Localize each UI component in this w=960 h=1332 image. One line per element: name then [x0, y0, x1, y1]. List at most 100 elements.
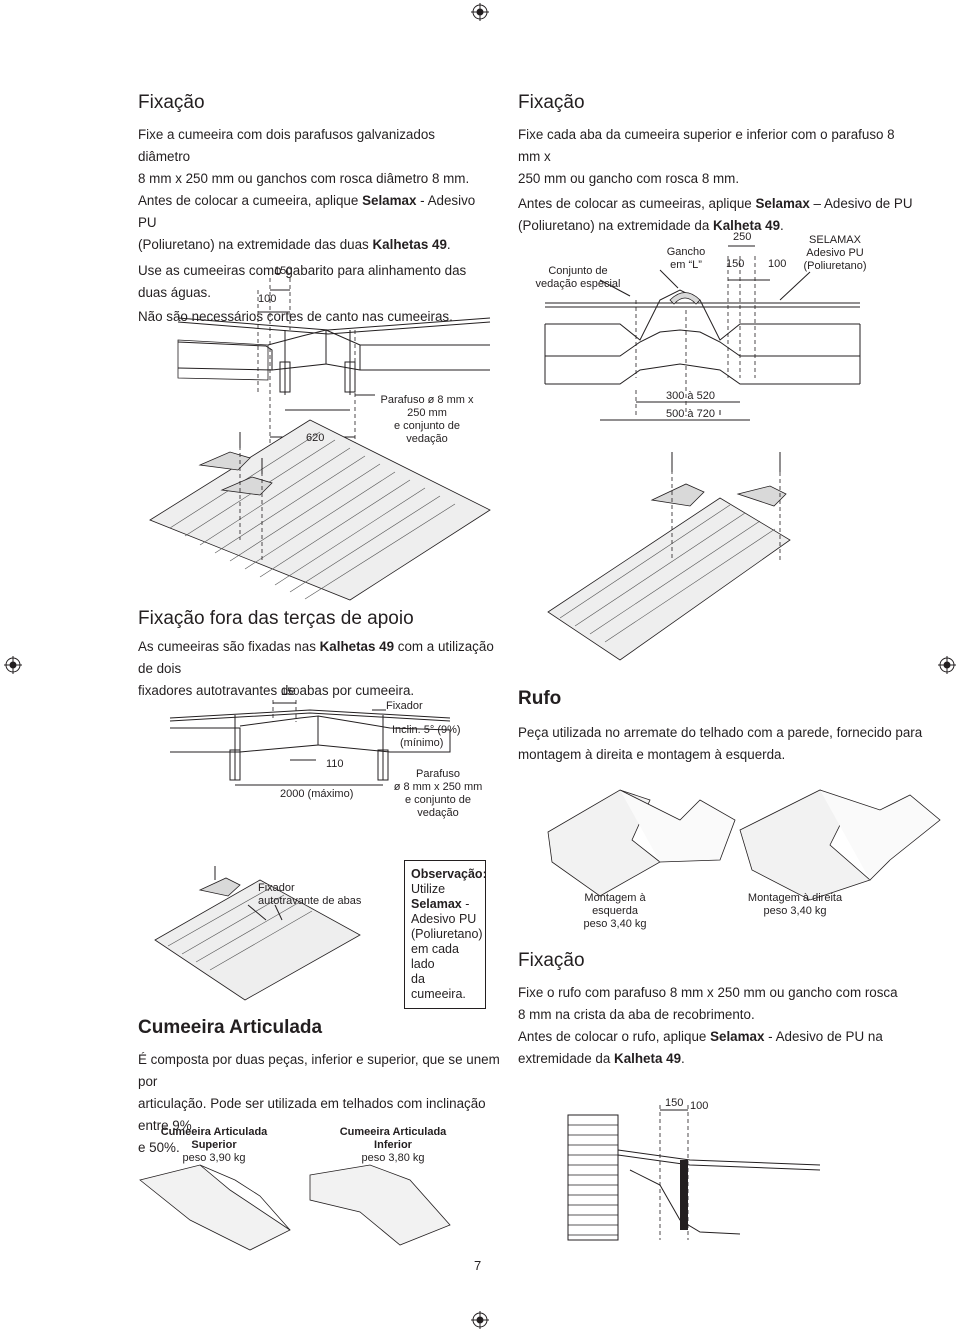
paragraph: É composta por duas peças, inferior e su…: [138, 1049, 508, 1159]
paragraph: Antes de colocar as cumeeiras, aplique S…: [518, 193, 918, 237]
dimension-label: 100: [690, 1100, 709, 1112]
dimension-label: 110: [326, 758, 344, 770]
dimension-label: 150: [281, 686, 300, 698]
text: com a utilização de dois: [138, 639, 494, 676]
obs-title: Observação:: [411, 867, 487, 881]
text-line: (Poliuretano): [411, 927, 483, 941]
section-heading: Rufo: [518, 688, 562, 709]
registration-mark-icon: [4, 656, 22, 674]
text-line: Peça utilizada no arremate do telhado co…: [518, 725, 923, 740]
text-line: Adesivo PU: [806, 247, 864, 259]
paragraph: Fixe o rufo com parafuso 8 mm x 250 mm o…: [518, 982, 938, 1026]
brand-name: Selamax: [411, 897, 462, 911]
text-line: Fixe cada aba da cumeeira superior e inf…: [518, 127, 895, 164]
product-name: Cumeeira Articulada Inferior: [339, 1126, 447, 1151]
middle-left-section: Fixação fora das terças de apoio As cume…: [138, 608, 508, 702]
dimension-label: 250: [733, 231, 752, 243]
text-line: autotravante de abas: [258, 895, 362, 907]
text-line: peso 3,40 kg: [583, 918, 647, 930]
text-line: peso 3,40 kg: [763, 905, 827, 917]
text: .: [780, 218, 784, 233]
text-line: peso 3,80 kg: [361, 1152, 425, 1164]
section-heading: Cumeeira Articulada: [138, 1017, 323, 1038]
text-line: 8 mm x 250 mm ou ganchos com rosca diâme…: [138, 171, 470, 186]
section-heading: Fixação: [138, 92, 205, 113]
page-number: 7: [474, 1258, 482, 1273]
text: Antes de colocar as cumeeiras, aplique: [518, 196, 756, 211]
text-line: Montagem à direita: [747, 892, 843, 904]
text-line: Parafuso ø 8 mm x 250 mm: [380, 394, 474, 419]
text: .: [446, 237, 451, 252]
text-line: SELAMAX: [809, 234, 861, 246]
dimension-label: 100: [258, 293, 277, 305]
text-line: Fixe a cumeeira com dois parafusos galva…: [138, 127, 435, 164]
product-name: Cumeeira Articulada Superior: [160, 1126, 268, 1151]
text-line: Adesivo PU: [411, 912, 477, 926]
product-name: Kalhetas 49: [319, 639, 395, 654]
paragraph: Antes de colocar o rufo, aplique Selamax…: [518, 1026, 938, 1070]
text-line: ø 8 mm x 250 mm: [393, 781, 483, 793]
registration-mark-icon: [471, 1311, 489, 1329]
dimension-label: 300 à 520: [666, 390, 715, 402]
text: Antes de colocar o rufo, aplique: [518, 1029, 711, 1044]
product-name: Kalheta 49: [713, 218, 781, 233]
dimension-label: 150: [726, 258, 745, 270]
text: .: [681, 1051, 685, 1066]
top-right-section: Fixação Fixe cada aba da cumeeira superi…: [518, 92, 918, 237]
text-line: em cada lado: [411, 942, 459, 971]
top-left-section: Fixação Fixe a cumeeira com dois parafus…: [138, 92, 483, 328]
section-heading: Fixação: [518, 950, 585, 971]
text-line: peso 3,90 kg: [182, 1152, 246, 1164]
section-heading: Fixação fora das terças de apoio: [138, 608, 414, 629]
text-line: e 50%.: [138, 1140, 180, 1155]
text: fixadores autotravantes de abas por cume…: [138, 683, 415, 698]
registration-mark-icon: [471, 3, 489, 21]
product-name: Kalheta 49: [614, 1051, 682, 1066]
text: (Poliuretano) na extremidade das duas: [138, 237, 373, 252]
text: -: [461, 897, 470, 911]
text-line: Fixe o rufo com parafuso 8 mm x 250 mm o…: [518, 985, 898, 1000]
text-line: e conjunto de vedação: [393, 420, 461, 445]
text: – Adesivo de PU: [809, 196, 913, 211]
registration-mark-icon: [938, 656, 956, 674]
paragraph: Use as cumeeiras como gabarito para alin…: [138, 263, 467, 300]
dimension-label: 2000 (máximo): [280, 788, 354, 800]
brand-name: Selamax: [755, 196, 810, 211]
text-line: (mínimo): [400, 737, 444, 749]
callout-label: Fixador: [386, 700, 423, 712]
rufo-section: Rufo Peça utilizada no arremate do telha…: [518, 688, 938, 766]
paragraph: Não são necessários cortes de canto nas …: [138, 309, 453, 324]
brand-name: Selamax: [710, 1029, 765, 1044]
text: extremidade da: [518, 1051, 615, 1066]
text-line: 8 mm na crista da aba de recobrimento.: [518, 1007, 755, 1022]
text-line: Gancho: [666, 246, 706, 258]
dimension-label: 500 à 720: [666, 408, 715, 420]
text-line: Parafuso: [415, 768, 461, 780]
dimension-label: 150: [665, 1097, 684, 1109]
text: (Poliuretano) na extremidade da: [518, 218, 714, 233]
paragraph: Fixe cada aba da cumeeira superior e inf…: [518, 124, 918, 190]
section-heading: Fixação: [518, 92, 585, 113]
text-line: vedação especial: [535, 278, 621, 290]
articulated-ridge-section: Cumeeira Articulada É composta por duas …: [138, 1017, 508, 1159]
paragraph: Antes de colocar a cumeeira, aplique Sel…: [138, 190, 483, 256]
paragraph: Fixe a cumeeira com dois parafusos galva…: [138, 124, 483, 190]
text-line: (Poliuretano): [803, 260, 867, 272]
text: Antes de colocar a cumeeira, aplique: [138, 193, 363, 208]
observation-box: Observação: Utilize Selamax - Adesivo PU…: [404, 860, 487, 1009]
text-line: montagem à direita e montagem à esquerda…: [518, 747, 786, 762]
text: - Adesivo de PU na: [764, 1029, 883, 1044]
text-line: Montagem à esquerda: [584, 892, 646, 917]
rufo-fixation-section: Fixação Fixe o rufo com parafuso 8 mm x …: [518, 950, 938, 1070]
